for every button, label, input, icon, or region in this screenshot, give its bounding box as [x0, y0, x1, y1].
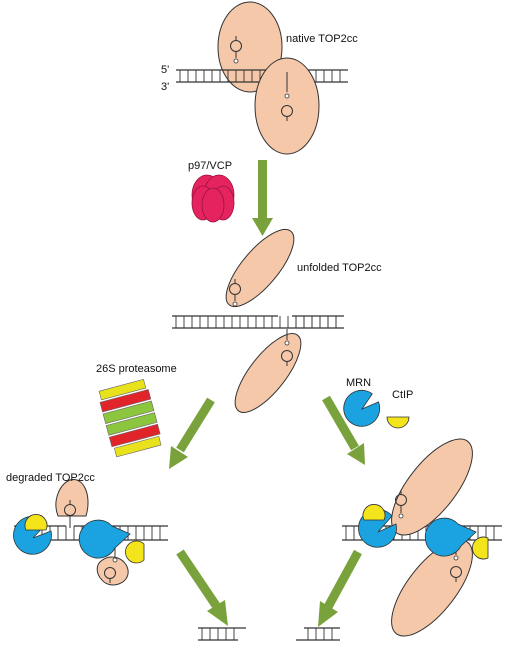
- ctip-icon: [386, 416, 410, 429]
- ctip-icon: [362, 504, 386, 521]
- arrow-left-to-ends: [176, 549, 228, 626]
- label-ctip: CtIP: [392, 389, 414, 401]
- unfolded-top2cc-upper: [225, 228, 295, 308]
- ctip-icon: [125, 540, 145, 564]
- mrn-pacman-icon: [424, 517, 477, 557]
- label-3prime: 3': [161, 81, 170, 93]
- dna-duplex-middle: [172, 315, 344, 329]
- label-native-top2cc: native TOP2cc: [286, 33, 358, 45]
- mrn-pacman-icon: [343, 389, 381, 427]
- mrn-pacman-icon: [78, 519, 131, 559]
- ctip-icon: [24, 514, 48, 531]
- degraded-top2cc-lower: [96, 546, 129, 586]
- dna-end-right: [296, 627, 340, 641]
- arrow-to-degradation: [169, 397, 215, 469]
- top2cc-right-lower: [391, 539, 473, 637]
- arrow-down-1: [252, 160, 273, 236]
- label-p97-vcp: p97/VCP: [188, 160, 233, 172]
- unfolded-top2cc-lower: [234, 329, 302, 413]
- label-unfolded-top2cc: unfolded TOP2cc: [297, 262, 382, 274]
- arrow-right-to-ends: [318, 549, 362, 627]
- proteasome-icon: [98, 378, 162, 458]
- label-mrn: MRN: [346, 377, 372, 389]
- label-26s-proteasome: 26S proteasome: [96, 363, 177, 375]
- label-5prime: 5': [161, 64, 170, 76]
- degraded-top2cc-upper: [55, 479, 89, 528]
- dna-end-left: [198, 627, 246, 641]
- p97-hexamer-icon: [191, 174, 235, 223]
- label-degraded-top2cc: degraded TOP2cc: [6, 472, 95, 484]
- arrow-to-mrn: [322, 395, 365, 465]
- ctip-icon: [472, 536, 489, 560]
- native-top2cc-lower: [254, 57, 320, 155]
